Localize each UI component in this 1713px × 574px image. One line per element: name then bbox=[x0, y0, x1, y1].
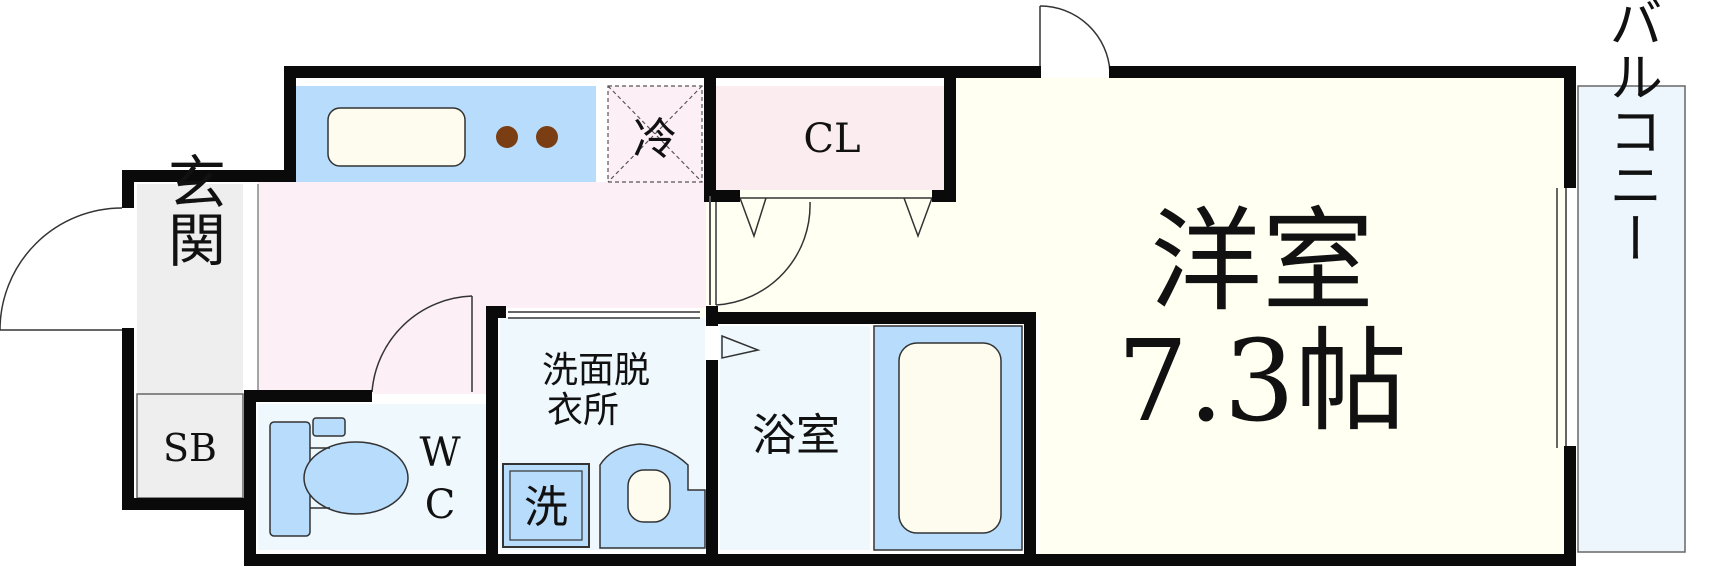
stove-burner-left bbox=[496, 126, 518, 148]
washer-pan bbox=[502, 463, 590, 548]
entrance-label: 玄関 bbox=[158, 152, 226, 268]
fridge-label: 冷 bbox=[633, 114, 677, 165]
shoe-box-label: SB bbox=[163, 426, 217, 470]
closet-door-left bbox=[739, 197, 767, 239]
western-room-floor-ext bbox=[955, 78, 1045, 318]
western-room-size: 7.3帖 bbox=[1117, 317, 1407, 447]
washer-label: 洗 bbox=[524, 482, 568, 533]
balcony-floor bbox=[1577, 85, 1686, 553]
closet-door-right bbox=[903, 197, 933, 239]
bath-floor bbox=[720, 326, 870, 550]
top-door-swing bbox=[1039, 5, 1111, 73]
western-room-floor bbox=[1040, 78, 1565, 560]
entrance-floor bbox=[137, 184, 243, 394]
fridge-cross-b bbox=[607, 85, 703, 183]
walls bbox=[122, 66, 1576, 566]
closet-floor bbox=[716, 86, 946, 190]
washroom-label-1: 洗面脱 bbox=[542, 350, 650, 391]
western-room-name: 洋室 bbox=[1150, 197, 1374, 327]
balcony-label: バルコニー bbox=[1600, 0, 1663, 265]
wc-label-c: C bbox=[425, 482, 456, 528]
sink bbox=[327, 107, 466, 167]
toilet-seat-joint bbox=[310, 447, 330, 509]
kitchen-floor-lower bbox=[258, 300, 486, 394]
vanity-bowl bbox=[627, 469, 671, 523]
wc-door-swing bbox=[371, 295, 473, 393]
stove-burner-right bbox=[536, 126, 558, 148]
washroom-label-2: 衣所 bbox=[547, 390, 619, 431]
fridge-cross-a bbox=[607, 85, 703, 183]
entrance-door-swing bbox=[0, 207, 123, 331]
wc-label-w: W bbox=[419, 430, 460, 476]
shoe-box bbox=[136, 393, 244, 499]
closet-label: CL bbox=[803, 116, 860, 162]
washer-pan-inner bbox=[509, 470, 583, 541]
kitchen-floor bbox=[258, 182, 706, 308]
bath-label: 浴室 bbox=[752, 410, 840, 461]
hall-corridor-floor bbox=[700, 190, 960, 318]
hall-door-swing bbox=[715, 201, 811, 306]
bath-door-marker bbox=[721, 334, 761, 359]
bathtub-inner bbox=[898, 342, 1002, 534]
toilet-bowl bbox=[303, 441, 409, 515]
toilet-tank-top bbox=[312, 417, 346, 437]
